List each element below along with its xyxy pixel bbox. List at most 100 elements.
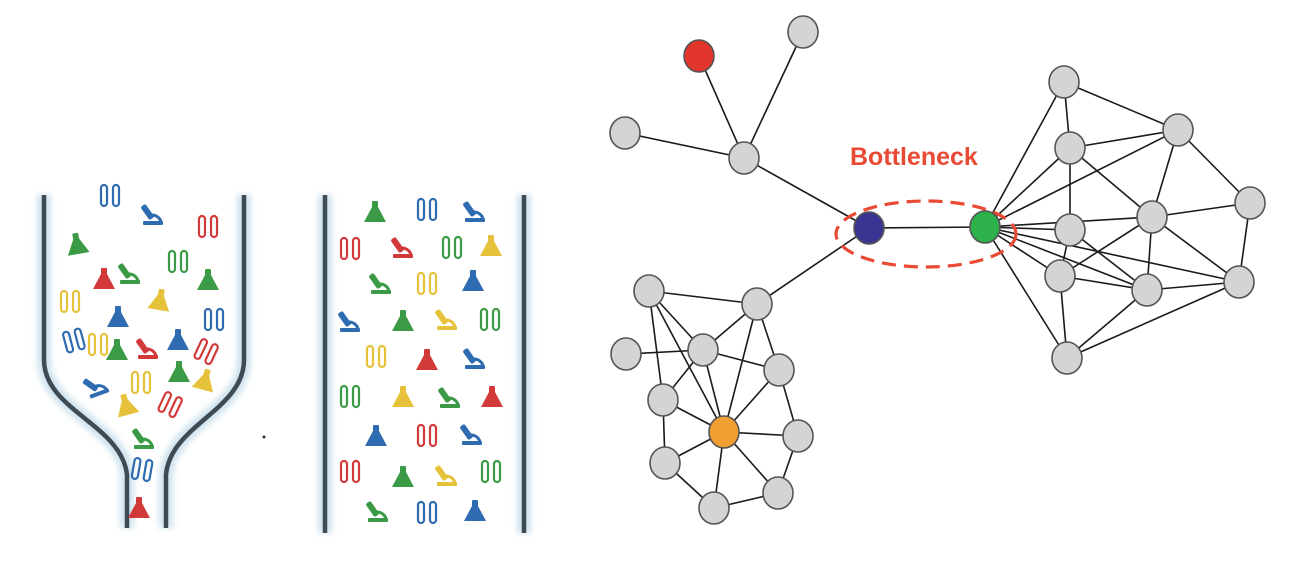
flask-icon — [167, 329, 189, 350]
graph-edge — [756, 227, 870, 305]
graph-edge — [698, 55, 745, 159]
tube-container — [318, 195, 531, 533]
graph-node — [741, 287, 773, 321]
test-tubes-icon — [339, 236, 361, 261]
graph-edge — [984, 226, 1240, 283]
red-node — [683, 39, 715, 73]
graph-node — [633, 274, 665, 308]
graph-edge — [1151, 202, 1251, 218]
test-tubes-icon — [479, 307, 501, 332]
flask-icon — [392, 386, 414, 407]
bottle-items — [59, 183, 225, 518]
graph-node — [609, 116, 641, 150]
flask-icon — [416, 349, 438, 370]
graph-node — [1051, 341, 1083, 375]
graph-node — [698, 491, 730, 525]
test-tubes-icon — [130, 456, 154, 483]
test-tubes-icon — [416, 500, 438, 525]
test-tubes-icon — [156, 390, 184, 419]
bottle-wall — [41, 195, 247, 528]
microscope-icon — [460, 346, 487, 371]
microscope-icon — [432, 463, 459, 488]
blue-node — [853, 211, 885, 245]
graph-edge — [1063, 81, 1179, 131]
flask-icon — [364, 201, 386, 222]
tube-wall — [322, 195, 527, 533]
test-tubes-icon — [441, 235, 463, 260]
graph-node — [1136, 200, 1168, 234]
microscope-icon — [388, 235, 415, 260]
graph-edge — [648, 290, 725, 433]
graph-node — [649, 446, 681, 480]
microscope-icon — [138, 202, 165, 227]
flask-icon — [392, 310, 414, 331]
stray-dot — [262, 435, 266, 439]
test-tubes-icon — [59, 289, 81, 314]
graph-edge — [984, 81, 1065, 228]
graph-edge — [1059, 216, 1153, 277]
graph-edge — [1151, 216, 1240, 283]
flask-icon — [147, 287, 173, 312]
test-tubes-icon — [339, 384, 361, 409]
graph-node — [647, 383, 679, 417]
test-tubes-icon — [203, 307, 225, 332]
graph-edge — [1066, 289, 1148, 359]
flask-icon — [197, 269, 219, 290]
test-tubes-icon — [167, 249, 189, 274]
graph-node — [1048, 65, 1080, 99]
network-nodes — [609, 15, 1266, 525]
flask-icon — [464, 500, 486, 521]
test-tubes-icon — [416, 423, 438, 448]
test-tubes-icon — [192, 337, 220, 366]
graph-node — [1054, 131, 1086, 165]
graph-node — [1162, 113, 1194, 147]
graph-edge — [624, 132, 745, 159]
microscope-icon — [460, 199, 487, 224]
green-node — [969, 210, 1001, 244]
microscope-icon — [129, 426, 156, 451]
flask-icon — [112, 391, 140, 418]
test-tubes-icon — [480, 459, 502, 484]
test-tubes-icon — [416, 271, 438, 296]
test-tubes-icon — [99, 183, 121, 208]
graph-edge — [1069, 129, 1179, 149]
microscope-icon — [133, 336, 160, 361]
graph-node — [1054, 213, 1086, 247]
flask-icon — [392, 466, 414, 487]
bottle-container — [37, 183, 251, 528]
graph-edge — [1069, 147, 1153, 218]
flask-icon — [462, 270, 484, 291]
flask-icon — [106, 339, 128, 360]
microscope-icon — [432, 307, 459, 332]
graph-edge — [1069, 229, 1148, 291]
graph-node — [1234, 186, 1266, 220]
microscope-icon — [366, 271, 393, 296]
microscope-icon — [335, 309, 362, 334]
orange-node — [708, 415, 740, 449]
graph-edge — [868, 226, 986, 229]
graph-node — [1223, 265, 1255, 299]
test-tubes-icon — [197, 214, 219, 239]
graph-edge — [743, 31, 804, 159]
graph-node — [787, 15, 819, 49]
graph-node — [762, 476, 794, 510]
microscope-icon — [363, 499, 390, 524]
graph-edge — [1066, 281, 1240, 359]
graph-edge — [648, 290, 664, 401]
test-tubes-icon — [87, 332, 109, 357]
graph-node — [763, 353, 795, 387]
test-tubes-icon — [416, 197, 438, 222]
graph-edge — [723, 303, 758, 433]
graph-node — [728, 141, 760, 175]
graph-edge — [648, 290, 758, 305]
graph-node — [1131, 273, 1163, 307]
bottleneck-label: Bottleneck — [850, 143, 978, 171]
flask-icon — [481, 386, 503, 407]
flask-icon — [93, 268, 115, 289]
test-tubes-icon — [61, 326, 87, 355]
test-tubes-icon — [130, 370, 152, 395]
flask-icon — [365, 425, 387, 446]
graph-edge — [984, 226, 1148, 291]
graph-node — [610, 337, 642, 371]
